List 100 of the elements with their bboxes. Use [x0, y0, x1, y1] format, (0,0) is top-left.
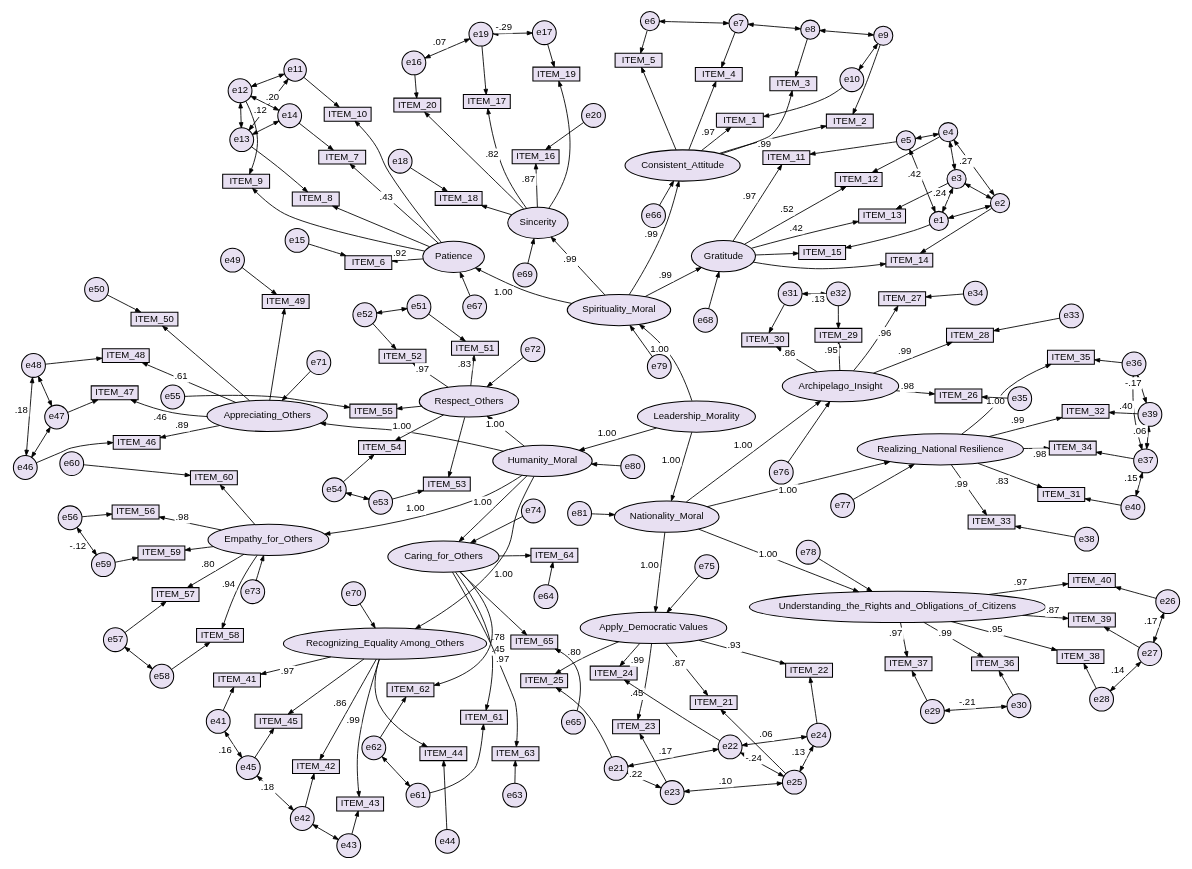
- arrow: [497, 553, 531, 558]
- node-circle: e19: [467, 21, 493, 47]
- arrow: [628, 180, 680, 296]
- arrow: [76, 527, 97, 556]
- node-box: ITEM_11: [761, 150, 810, 166]
- edge-label: .98: [900, 379, 914, 391]
- arrow: [123, 646, 153, 670]
- arrow: [895, 390, 935, 396]
- edge-label: 1.00: [777, 483, 797, 495]
- arrow: [747, 22, 801, 31]
- arrow: [526, 238, 535, 264]
- arrow: [555, 687, 612, 758]
- node-circle: e35: [1006, 386, 1032, 412]
- arrow: [307, 243, 346, 257]
- arrow: [251, 120, 279, 135]
- arrow: [752, 261, 886, 270]
- arrow: [533, 163, 538, 208]
- node-circle: e5: [895, 130, 916, 151]
- edge-label: .80: [200, 558, 214, 570]
- arrow: [639, 733, 667, 783]
- arrow: [980, 394, 1008, 400]
- node-circle: e1: [928, 210, 949, 231]
- arrow: [964, 183, 992, 199]
- arrow: [447, 416, 465, 478]
- node-box: ITEM_20: [392, 97, 441, 113]
- arrow: [639, 30, 648, 54]
- edge-label: .82: [484, 148, 499, 160]
- edge-label: .86: [332, 696, 347, 708]
- node-circle: e49: [219, 247, 245, 273]
- arrow: [547, 80, 570, 209]
- arrow: [124, 601, 167, 633]
- arrow: [911, 670, 928, 702]
- edge-label: .45: [491, 643, 505, 655]
- node-circle: e52: [351, 302, 377, 328]
- node-circle: e51: [406, 294, 431, 320]
- node-ellipse: Archipelago_Insight: [781, 369, 899, 403]
- arrow: [413, 74, 419, 99]
- node-circle: e38: [1073, 526, 1099, 552]
- edge-label: -.29: [495, 20, 512, 32]
- arrow: [817, 558, 873, 592]
- arrow: [458, 571, 527, 636]
- edge-label: .42: [789, 221, 803, 233]
- node-circle: e71: [305, 350, 331, 375]
- arrow: [106, 294, 141, 313]
- node-box: ITEM_23: [611, 719, 660, 735]
- arrow: [670, 431, 692, 502]
- arrow: [987, 582, 1069, 595]
- edge-label: .83: [457, 357, 471, 369]
- node-box: ITEM_44: [418, 746, 467, 762]
- node-circle: e50: [83, 277, 109, 302]
- arrow: [428, 723, 485, 794]
- arrow: [354, 120, 442, 243]
- node-box: ITEM_7: [317, 149, 366, 165]
- edge-label: .43: [379, 191, 393, 203]
- arrow: [768, 303, 785, 334]
- arrow: [992, 317, 1060, 332]
- node-circle: e43: [335, 833, 361, 859]
- edge-label: -.21: [958, 695, 975, 707]
- arrow: [458, 475, 527, 542]
- arrow: [454, 571, 493, 711]
- node-circle: e32: [825, 281, 851, 307]
- arrow: [451, 571, 519, 748]
- arrow: [914, 132, 939, 140]
- node-box: ITEM_27: [877, 291, 926, 307]
- arrow: [302, 76, 340, 108]
- edge-label: .87: [671, 656, 685, 668]
- arrow: [922, 621, 983, 658]
- node-box: ITEM_65: [509, 634, 558, 650]
- edge-label: 1.00: [405, 502, 425, 514]
- node-circle: e33: [1058, 303, 1084, 329]
- edge-label: .24: [932, 187, 946, 199]
- arrow: [818, 28, 874, 37]
- edge-label: .99: [658, 269, 672, 281]
- edge-label: .07: [432, 35, 446, 47]
- arrow: [658, 19, 729, 26]
- arrow: [255, 555, 264, 581]
- node-circle: e41: [205, 708, 231, 734]
- edge-label: -.17: [1124, 376, 1142, 388]
- arrow: [253, 727, 274, 758]
- node-circle: e2: [989, 193, 1010, 214]
- node-box: ITEM_37: [884, 656, 932, 672]
- node-circle: e15: [284, 227, 309, 253]
- node-box: ITEM_39: [1067, 612, 1116, 628]
- node-circle: e76: [768, 459, 794, 485]
- node-circle: e12: [227, 78, 252, 104]
- arrow: [852, 305, 898, 372]
- node-box: ITEM_2: [825, 113, 874, 129]
- node-box: ITEM_63: [491, 746, 539, 762]
- edge-label: .99: [346, 713, 360, 725]
- arrow: [924, 293, 964, 299]
- arrow: [1093, 358, 1123, 364]
- edge-label: -.24: [744, 751, 762, 763]
- arrow: [943, 704, 1007, 713]
- edge-label: .83: [994, 474, 1009, 486]
- edge-label: 1.00: [493, 285, 513, 297]
- arrow: [835, 305, 841, 329]
- node-box: ITEM_24: [589, 665, 638, 681]
- arrow: [947, 205, 991, 219]
- arrow: [1095, 450, 1134, 460]
- arrow: [349, 163, 439, 244]
